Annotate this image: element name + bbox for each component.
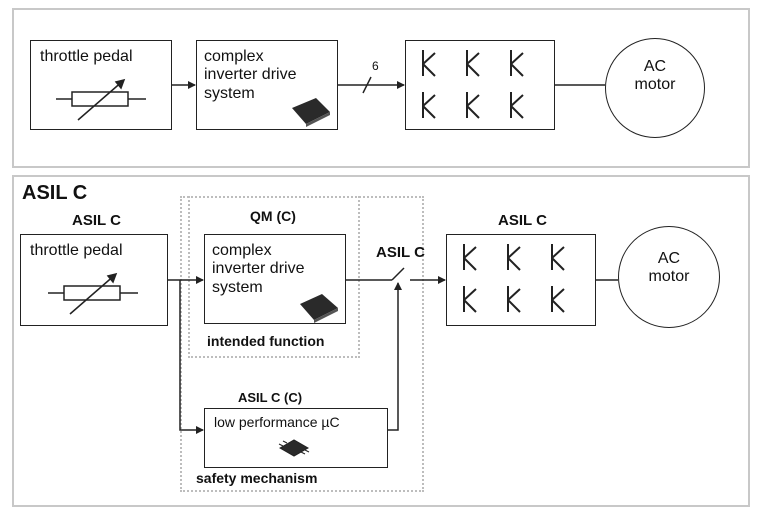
- bottom-inverter-label: complex inverter drive system: [212, 242, 305, 296]
- throttle-asil-label: ASIL C: [72, 212, 121, 229]
- safety-switch-blade: [391, 267, 405, 281]
- bottom-transistor-icon-1-2: [507, 244, 521, 271]
- bottom-transistor-icon-2-3: [551, 286, 565, 313]
- bottom-throttle-box: [20, 234, 168, 326]
- top-transistor-icon-1-1: [422, 50, 436, 77]
- bottom-throttle-label: throttle pedal: [30, 242, 123, 259]
- bottom-transistor-bridge: [446, 234, 596, 326]
- bottom-motor-label: AC motor: [648, 250, 690, 286]
- bottom-transistor-icon-2-2: [507, 286, 521, 313]
- microcontroller-label: low performance µC: [214, 414, 340, 430]
- microcontroller-to-switch-arrow: [388, 282, 402, 431]
- top-potentiometer-icon: [56, 78, 146, 121]
- bottom-ac-motor: [618, 226, 720, 328]
- top-throttle-label: throttle pedal: [40, 48, 133, 65]
- top-chip-icon: [292, 98, 330, 127]
- top-transistor-icon-2-2: [466, 92, 480, 119]
- safety-mechanism-label: safety mechanism: [196, 470, 318, 486]
- throttle-to-microcontroller-arrow: [179, 280, 204, 434]
- top-motor-label: AC motor: [634, 58, 676, 94]
- qm-label: QM (C): [250, 208, 296, 224]
- top-transistor-icon-1-3: [510, 50, 524, 77]
- bottom-title: ASIL C: [22, 182, 88, 204]
- microcontroller-box: [204, 408, 388, 468]
- switch-asil-label: ASIL C: [376, 244, 425, 261]
- top-transistor-icon-2-1: [422, 92, 436, 119]
- bottom-transistor-icons: [463, 244, 565, 313]
- asil-c-boundary: [180, 196, 424, 492]
- top-transistor-icons: [422, 50, 524, 119]
- top-inverter-label: complex inverter drive system: [204, 48, 297, 102]
- safety-asil-label: ASIL C (C): [238, 390, 303, 405]
- top-transistor-icon-2-3: [510, 92, 524, 119]
- bridge-asil-label: ASIL C: [498, 212, 547, 229]
- top-bus-width-label: 6: [372, 59, 379, 73]
- bottom-transistor-icon-1-1: [463, 244, 477, 271]
- bottom-chip-icon: [300, 294, 338, 323]
- bottom-potentiometer-icon: [48, 272, 138, 315]
- top-throttle-box: [30, 40, 172, 130]
- bottom-transistor-icon-1-3: [551, 244, 565, 271]
- top-transistor-bridge: [405, 40, 555, 130]
- microcontroller-chip-icon: [278, 439, 310, 457]
- bottom-transistor-icon-2-1: [463, 286, 477, 313]
- top-ac-motor: [605, 38, 705, 138]
- top-bus-slash: [362, 76, 372, 94]
- top-transistor-icon-1-2: [466, 50, 480, 77]
- intended-function-label: intended function: [207, 333, 325, 349]
